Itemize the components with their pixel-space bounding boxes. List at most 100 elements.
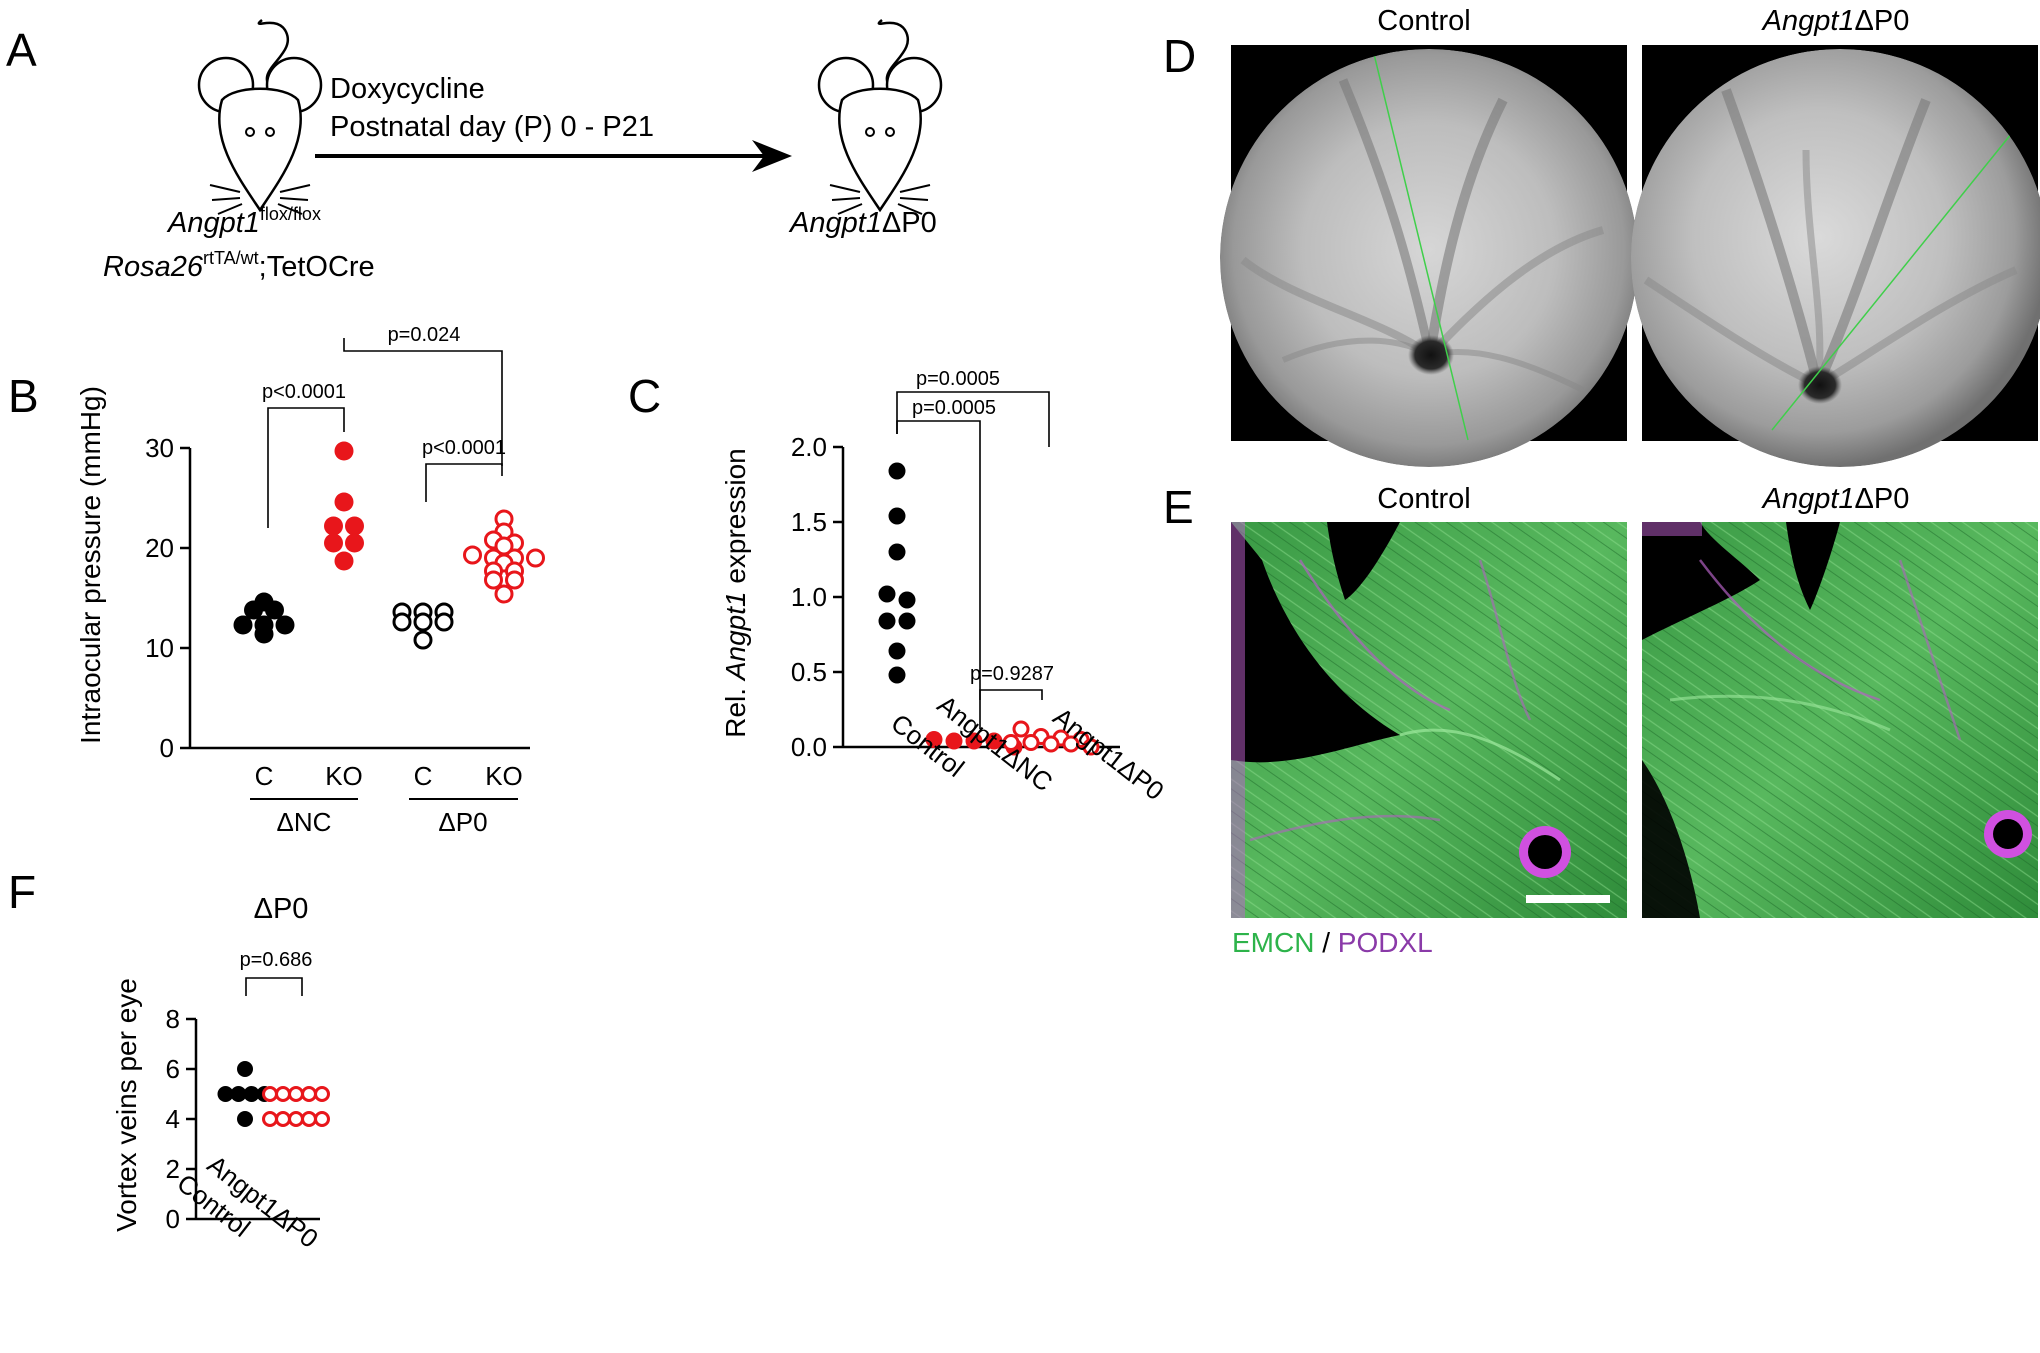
- y-axis-label-c: Rel. Angpt1 expression: [720, 448, 751, 738]
- data-point-b: [324, 533, 343, 553]
- significance-bracket-c-3: [979, 689, 1043, 700]
- data-point-f: [288, 1086, 304, 1102]
- data-point-b: [413, 630, 433, 650]
- data-point-f: [314, 1086, 330, 1102]
- data-point-f: [237, 1061, 253, 1077]
- y-tick-label-b: 0: [160, 733, 174, 763]
- panel-label-a: A: [6, 24, 37, 76]
- stain-podxl: PODXL: [1338, 927, 1433, 958]
- y-tick-label-b: 10: [145, 633, 174, 663]
- panel-e: E Control Angpt1ΔP0: [1163, 481, 2038, 958]
- y-tick-label-c: 0.5: [791, 657, 827, 687]
- data-point-f: [262, 1111, 278, 1127]
- panel-label-c: C: [628, 370, 661, 422]
- data-point-c: [965, 732, 983, 750]
- data-point-b: [392, 612, 412, 632]
- y-tick-label-f: 4: [166, 1104, 180, 1134]
- panel-e-ko-label: Angpt1ΔP0: [1761, 483, 1910, 515]
- data-point-b: [505, 570, 524, 590]
- genotype-line-1: Angpt1flox/flox: [166, 204, 321, 239]
- y-tick-label-c: 1.0: [791, 582, 827, 612]
- y-axis-label-f: Vortex veins per eye: [111, 978, 142, 1232]
- chart-f-title: ΔP0: [254, 893, 309, 925]
- significance-bracket-b-3: [425, 463, 503, 502]
- scale-bar: [1526, 895, 1610, 903]
- chart-c: 0.00.51.01.52.0: [791, 391, 1120, 762]
- data-point-c: [878, 585, 896, 603]
- flatmount-image-ko: [1642, 522, 2038, 918]
- data-point-c: [878, 612, 896, 630]
- stain-emcn: EMCN: [1232, 927, 1314, 958]
- panel-d-control-label: Control: [1377, 5, 1471, 37]
- y-tick-label-f: 8: [166, 1004, 180, 1034]
- data-point-b: [334, 441, 354, 461]
- pvalue-f-1: p=0.686: [240, 949, 313, 971]
- data-point-c: [888, 507, 906, 525]
- flatmount-image-control: [1231, 522, 1627, 918]
- data-point-b: [463, 545, 482, 565]
- significance-bracket-c-1: [896, 391, 1050, 447]
- x-tick-b-2: KO: [325, 761, 363, 791]
- data-point-c: [888, 462, 906, 480]
- data-point-f: [230, 1086, 247, 1102]
- data-point-c: [1012, 720, 1030, 738]
- data-point-c: [925, 731, 943, 748]
- y-tick-label-f: 2: [166, 1154, 180, 1184]
- data-point-c: [888, 543, 906, 561]
- data-point-b: [345, 533, 364, 553]
- data-point-b: [275, 615, 295, 635]
- data-point-b: [434, 612, 454, 632]
- y-tick-label-c: 2.0: [791, 432, 827, 462]
- data-point-c: [1062, 735, 1080, 753]
- data-point-f: [301, 1086, 317, 1102]
- significance-bracket-f-1: [245, 977, 303, 996]
- data-point-c: [1082, 738, 1100, 756]
- x-tick-b-1: C: [255, 761, 274, 791]
- data-point-c: [945, 732, 963, 750]
- panel-label-d: D: [1163, 30, 1196, 82]
- pvalue-c-1: p=0.0005: [916, 368, 1000, 390]
- group-label-b-1: ΔNC: [277, 807, 332, 837]
- panel-c: C Rel. Angpt1 expression 0.00.51.01.52.0…: [628, 368, 1170, 806]
- data-point-f: [237, 1111, 253, 1127]
- panel-label-b: B: [8, 370, 39, 422]
- y-tick-label-c: 0.0: [791, 732, 827, 762]
- data-point-b: [484, 570, 503, 590]
- data-point-b: [324, 516, 343, 536]
- data-point-b: [244, 600, 263, 620]
- x-tick-b-4: KO: [485, 761, 523, 791]
- y-axis-label-b: Intraocular pressure (mmHg): [75, 386, 106, 744]
- time-label: Postnatal day (P) 0 - P21: [330, 111, 654, 143]
- data-point-c: [1002, 734, 1020, 751]
- stain-legend: EMCN / PODXL: [1232, 927, 1433, 958]
- data-point-b: [345, 516, 364, 536]
- data-point-b: [334, 492, 354, 512]
- data-point-f: [314, 1111, 330, 1127]
- data-point-b: [334, 551, 354, 571]
- panel-d: D Control Angpt1ΔP0: [1163, 5, 2040, 467]
- y-tick-label-b: 30: [145, 433, 174, 463]
- y-tick-label-f: 0: [166, 1204, 180, 1234]
- data-point-c: [898, 612, 916, 630]
- panel-d-ko-label: Angpt1ΔP0: [1761, 5, 1910, 37]
- genotype-line-2: Rosa26rtTA/wt;TetOCre: [103, 248, 375, 283]
- pvalue-c-2: p=0.0005: [912, 397, 996, 419]
- data-point-f: [262, 1086, 278, 1102]
- chart-b: 0 10 20 30: [145, 338, 545, 763]
- data-point-c: [888, 642, 906, 660]
- data-point-b: [254, 624, 274, 644]
- fundus-image-ko: [1631, 45, 2040, 467]
- pvalue-c-3: p=0.9287: [970, 663, 1054, 685]
- panel-label-f: F: [8, 866, 36, 918]
- significance-bracket-b-1: [267, 407, 345, 528]
- data-point-c: [985, 732, 1003, 750]
- data-point-f: [243, 1086, 260, 1102]
- data-point-f: [275, 1086, 291, 1102]
- data-point-f: [301, 1111, 317, 1127]
- treatment-label: Doxycycline: [330, 73, 485, 105]
- y-tick-label-b: 20: [145, 533, 174, 563]
